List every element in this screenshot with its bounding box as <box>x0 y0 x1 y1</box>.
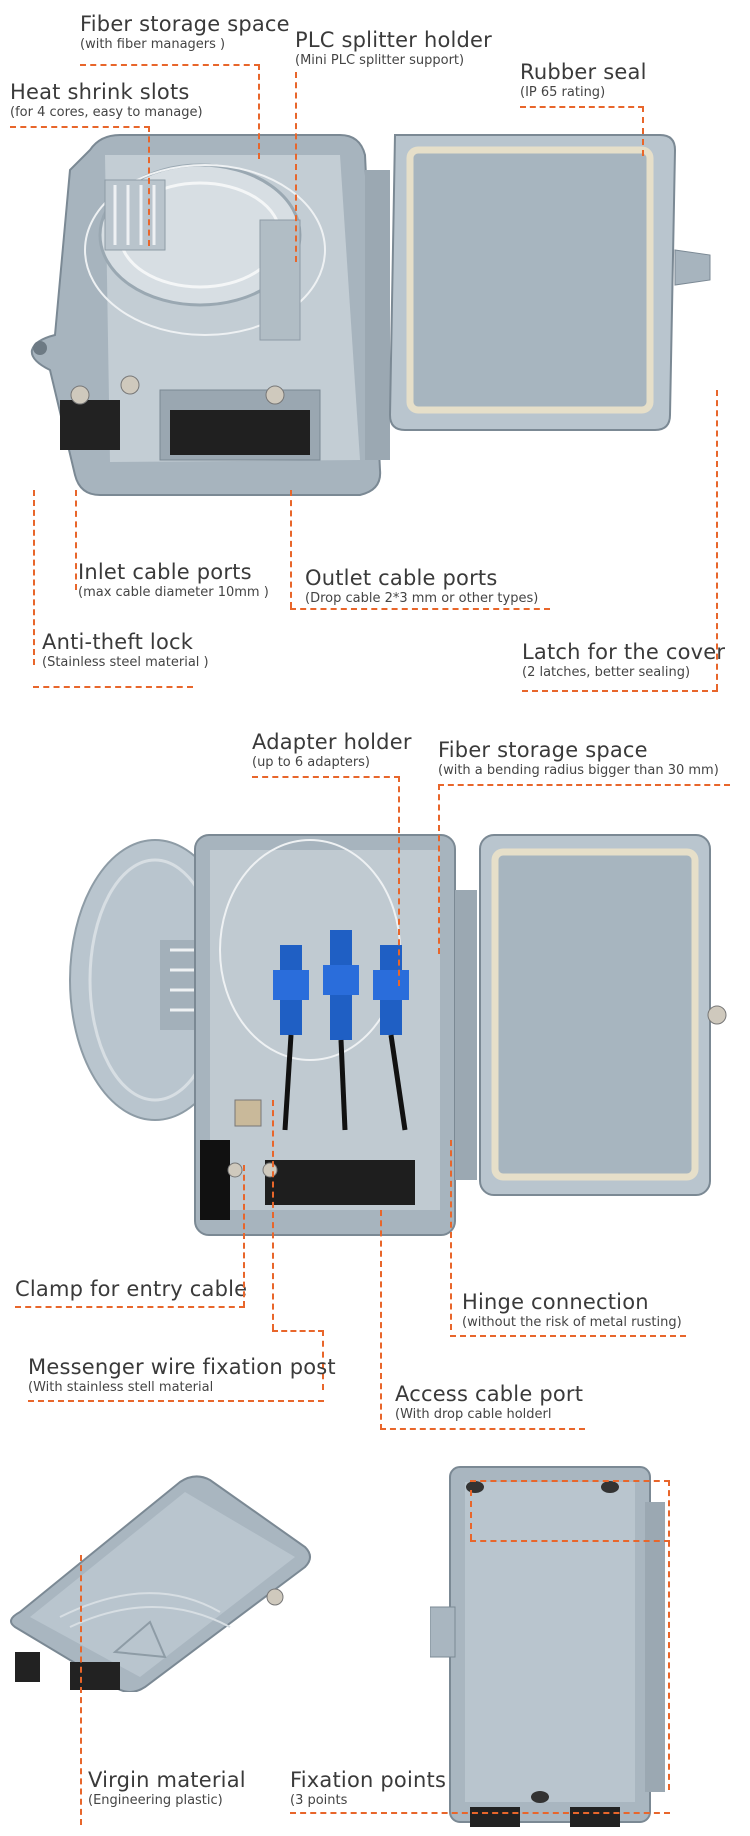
leader-line <box>80 64 260 66</box>
leader-line <box>272 1330 324 1332</box>
label-title: Heat shrink slots <box>10 80 190 104</box>
leader-line <box>470 1540 670 1542</box>
label-fiber-storage-2: Fiber storage space (with a bending radi… <box>438 738 719 778</box>
label-title: Hinge connection <box>462 1290 649 1314</box>
leader-line <box>243 1165 245 1307</box>
leader-line <box>470 1480 670 1482</box>
leader-line <box>398 776 400 986</box>
label-latch: Latch for the cover (2 latches, better s… <box>522 640 725 680</box>
label-subtitle: (Stainless steel material ) <box>42 655 209 670</box>
label-subtitle: (without the risk of metal rusting) <box>462 1315 682 1330</box>
label-messenger: Messenger wire fixation post (With stain… <box>28 1355 336 1395</box>
label-subtitle: (Engineering plastic) <box>88 1793 223 1808</box>
label-subtitle: (up to 6 adapters) <box>252 755 371 770</box>
label-subtitle: (with a bending radius bigger than 30 mm… <box>438 763 719 778</box>
label-hinge: Hinge connection (without the risk of me… <box>462 1290 682 1330</box>
leader-line <box>438 784 440 954</box>
leader-line <box>438 784 730 786</box>
leader-line <box>75 490 77 590</box>
label-title: Anti-theft lock <box>42 630 194 654</box>
leader-line <box>668 1480 670 1790</box>
label-title: Fixation points <box>290 1768 447 1792</box>
leader-line <box>10 126 150 128</box>
leader-line <box>716 390 718 690</box>
label-title: Inlet cable ports <box>78 560 252 584</box>
label-title: Adapter holder <box>252 730 412 754</box>
label-heat-shrink: Heat shrink slots (for 4 cores, easy to … <box>10 80 203 120</box>
label-inlet-ports: Inlet cable ports (max cable diameter 10… <box>78 560 269 600</box>
label-fiber-storage-1: Fiber storage space (with fiber managers… <box>80 12 290 52</box>
leader-line <box>252 776 400 778</box>
label-title: Virgin material <box>88 1768 246 1792</box>
label-subtitle: (Drop cable 2*3 mm or other types) <box>305 591 539 606</box>
label-title: PLC splitter holder <box>295 28 493 52</box>
label-fixation: Fixation points (3 points <box>290 1768 446 1808</box>
leader-line <box>522 690 718 692</box>
leader-line <box>520 106 644 108</box>
leader-line <box>380 1210 382 1430</box>
leader-line <box>80 1555 82 1825</box>
label-subtitle: (3 points <box>290 1793 348 1808</box>
leader-line <box>450 1335 686 1337</box>
leader-line <box>450 1140 452 1330</box>
leader-line <box>258 64 260 159</box>
label-subtitle: (with fiber managers ) <box>80 37 226 52</box>
label-subtitle: (IP 65 rating) <box>520 85 606 100</box>
label-title: Messenger wire fixation post <box>28 1355 336 1379</box>
label-subtitle: (2 latches, better sealing) <box>522 665 691 680</box>
label-title: Rubber seal <box>520 60 647 84</box>
label-virgin: Virgin material (Engineering plastic) <box>88 1768 246 1808</box>
label-plc-holder: PLC splitter holder (Mini PLC splitter s… <box>295 28 492 68</box>
closed-box-photo <box>0 1462 320 1692</box>
label-subtitle: (Mini PLC splitter support) <box>295 53 465 68</box>
label-adapter-holder: Adapter holder (up to 6 adapters) <box>252 730 412 770</box>
label-clamp: Clamp for entry cable <box>15 1277 247 1301</box>
label-title: Access cable port <box>395 1382 584 1406</box>
leader-line <box>290 490 292 608</box>
label-title: Outlet cable ports <box>305 566 498 590</box>
label-access-port: Access cable port (With drop cable holde… <box>395 1382 583 1422</box>
label-subtitle: (for 4 cores, easy to manage) <box>10 105 203 120</box>
label-title: Fiber storage space <box>438 738 648 762</box>
open-box-photo-adapters <box>45 830 735 1270</box>
leader-line <box>470 1490 472 1540</box>
leader-line <box>290 1812 670 1814</box>
label-title: Clamp for entry cable <box>15 1277 248 1301</box>
label-subtitle: (With drop cable holderl <box>395 1407 552 1422</box>
label-rubber-seal: Rubber seal (IP 65 rating) <box>520 60 647 100</box>
label-title: Latch for the cover <box>522 640 726 664</box>
label-anti-theft: Anti-theft lock (Stainless steel materia… <box>42 630 209 670</box>
leader-line <box>28 1400 324 1402</box>
leader-line <box>272 1100 274 1330</box>
leader-line <box>290 608 550 610</box>
open-box-photo-top <box>20 110 730 550</box>
back-box-photo <box>430 1462 690 1832</box>
leader-line <box>33 490 35 665</box>
label-subtitle: (max cable diameter 10mm ) <box>78 585 269 600</box>
leader-line <box>15 1306 245 1308</box>
leader-line <box>148 126 150 246</box>
leader-line <box>33 686 193 688</box>
leader-line <box>322 1330 324 1390</box>
label-subtitle: (With stainless stell material <box>28 1380 214 1395</box>
leader-line <box>380 1428 585 1430</box>
label-outlet-ports: Outlet cable ports (Drop cable 2*3 mm or… <box>305 566 538 606</box>
leader-line <box>295 72 297 262</box>
leader-line <box>642 106 644 156</box>
label-title: Fiber storage space <box>80 12 290 36</box>
